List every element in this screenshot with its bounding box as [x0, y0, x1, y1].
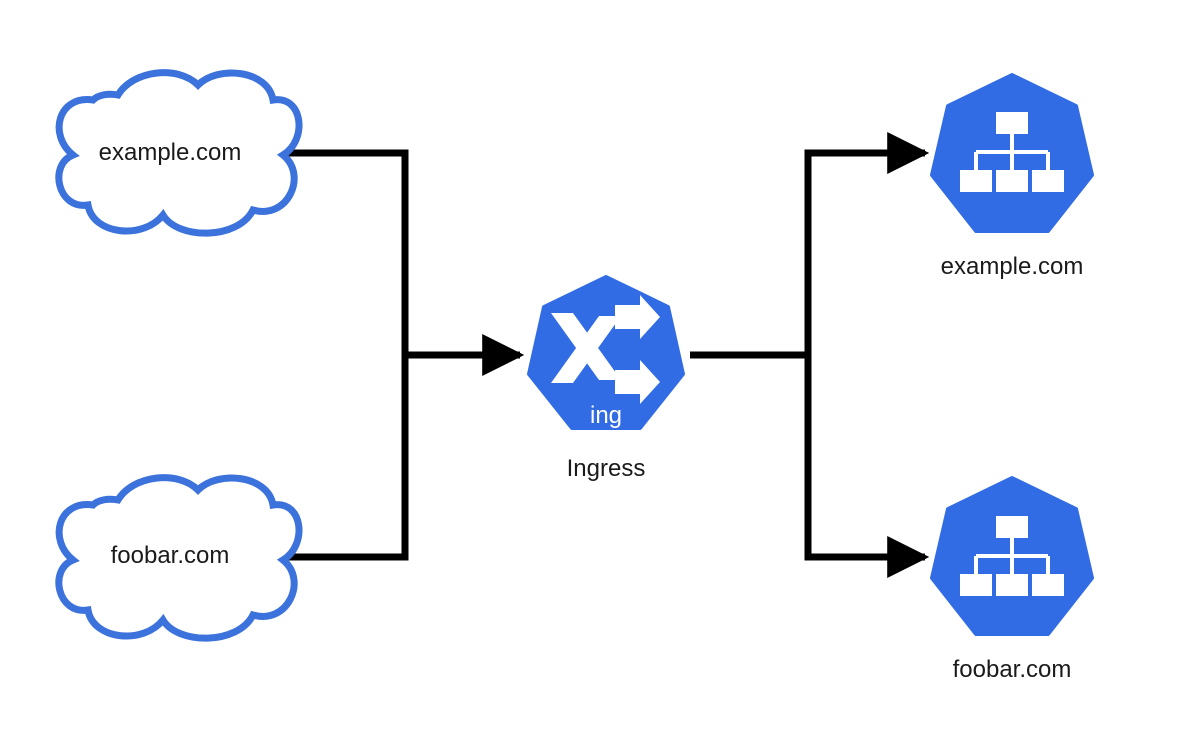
- service-foobar: foobar.com: [930, 476, 1094, 683]
- client-foobar-label: foobar.com: [111, 542, 230, 569]
- connector-to-foobar-service: [804, 355, 930, 578]
- client-connectors: [286, 149, 525, 561]
- connector-to-example-service: [804, 132, 930, 355]
- client-example: example.com: [59, 73, 299, 234]
- ingress-icon-text: ing: [590, 402, 622, 429]
- service-connectors: [690, 132, 930, 578]
- ingress-label: Ingress: [567, 455, 646, 482]
- client-example-label: example.com: [99, 139, 242, 166]
- service-hierarchy-icon: [960, 516, 1064, 596]
- service-example-label: example.com: [941, 253, 1084, 280]
- client-foobar: foobar.com: [59, 478, 299, 639]
- shuffle-arrows-icon: [551, 295, 660, 404]
- connector-example-client: [286, 149, 409, 355]
- service-foobar-label: foobar.com: [953, 656, 1072, 683]
- service-example: example.com: [930, 73, 1094, 280]
- service-hierarchy-icon: [960, 112, 1064, 192]
- ingress-node: ing Ingress: [527, 275, 685, 482]
- connector-foobar-client: [286, 355, 409, 561]
